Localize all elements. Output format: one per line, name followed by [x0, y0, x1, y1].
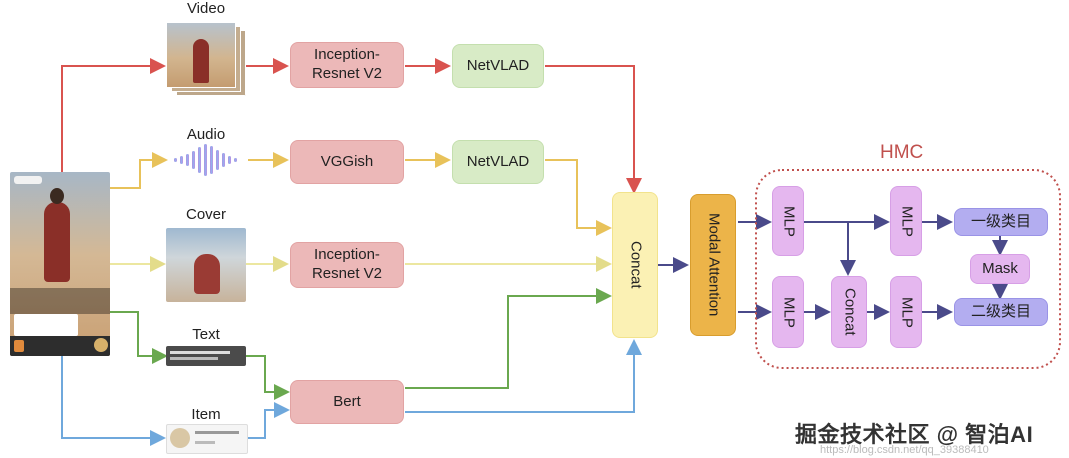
watermark-text: 掘金技术社区 @ 智泊AI [795, 422, 1034, 447]
mlp-top-left-block: MLP [772, 186, 804, 256]
mlp-bottom-right-block: MLP [890, 276, 922, 348]
text-label: Text [192, 326, 220, 343]
mlp-top-right-block: MLP [890, 186, 922, 256]
mlp-bottom-left-block: MLP [772, 276, 804, 348]
text-image [166, 346, 246, 366]
netvlad-audio-block: NetVLAD [452, 140, 544, 184]
inception-resnet-cover-block: Inception- Resnet V2 [290, 242, 404, 288]
mask-block: Mask [970, 254, 1030, 284]
audio-waveform-icon [174, 144, 237, 176]
inception-resnet-video-block: Inception- Resnet V2 [290, 42, 404, 88]
bert-block: Bert [290, 380, 404, 424]
level2-category-block: 二级类目 [954, 298, 1048, 326]
hmc-concat-block: Concat [831, 276, 867, 348]
cover-label: Cover [185, 206, 226, 223]
hmc-title: HMC [880, 142, 924, 163]
vggish-block: VGGish [290, 140, 404, 184]
modal-attention-block: Modal Attention [690, 194, 736, 336]
item-label: Item [191, 406, 221, 423]
item-image [166, 424, 248, 454]
video-label: Video [186, 0, 226, 17]
video-path [61, 58, 166, 172]
netvlad-video-block: NetVLAD [452, 44, 544, 88]
cover-image [166, 228, 246, 302]
concat-main-block: Concat [612, 192, 658, 338]
level1-category-block: 一级类目 [954, 208, 1048, 236]
phone-screenshot [10, 172, 110, 356]
audio-label: Audio [186, 126, 226, 143]
video-frames [166, 22, 246, 96]
hmc-border [755, 169, 1061, 369]
watermark-url: https://blog.csdn.net/qq_39388410 [820, 444, 989, 456]
